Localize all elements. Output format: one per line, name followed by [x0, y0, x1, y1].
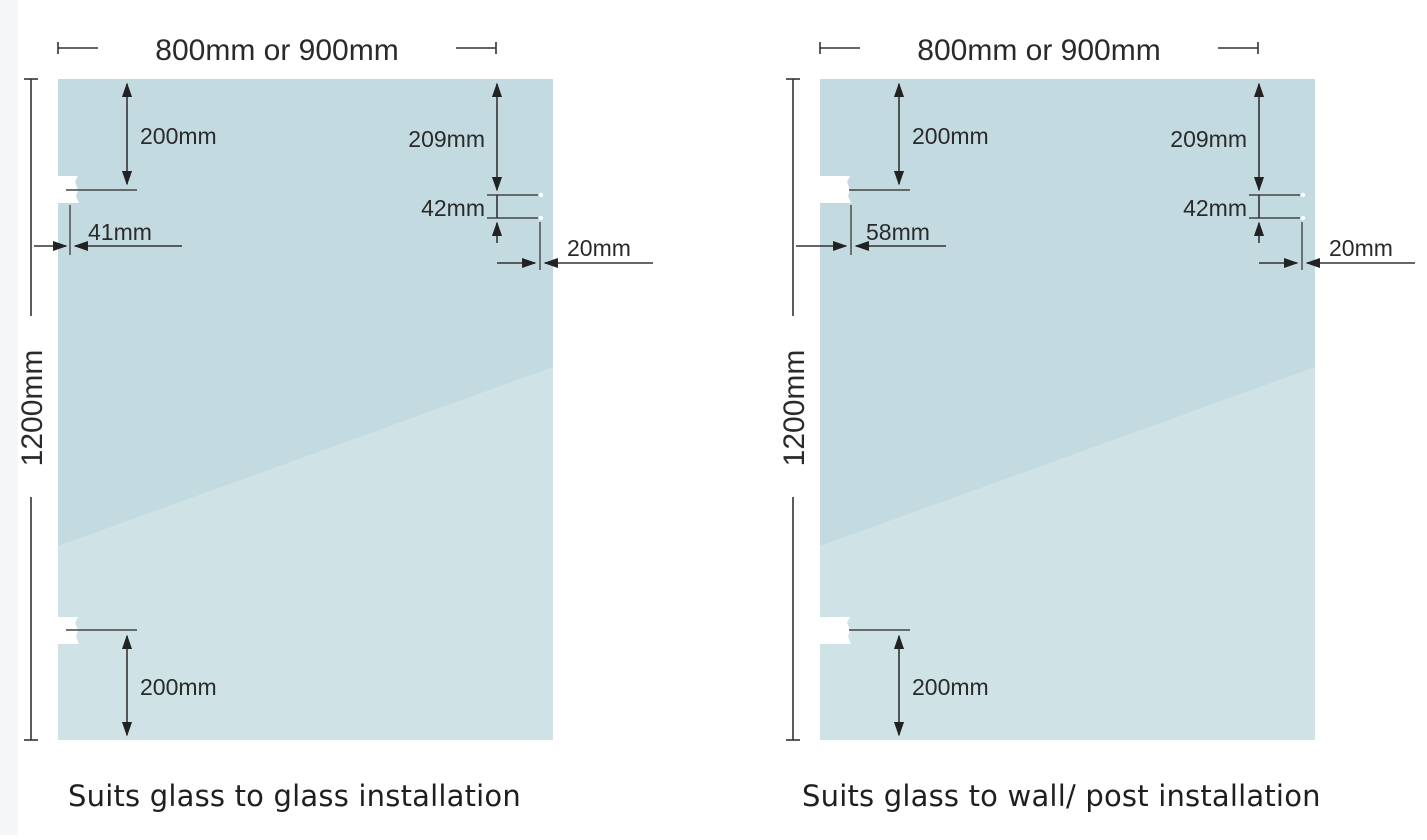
bottom-hinge-notch — [820, 617, 851, 644]
glass-reflection — [58, 367, 553, 740]
latch-hole-top — [538, 192, 544, 198]
panel-glass-to-glass: 800mm or 900mm 1200mm 200mm 41mm 209mm — [16, 34, 653, 813]
hinge-depth-label: 58mm — [866, 219, 930, 245]
latch-hole-bottom — [538, 215, 544, 221]
latch-spacing-label: 42mm — [1183, 195, 1247, 221]
latch-hole-top — [1300, 192, 1306, 198]
latch-spacing-dimension: 42mm — [421, 192, 544, 243]
panel-caption: Suits glass to glass installation — [68, 779, 521, 813]
hinge-depth-dimension: 58mm — [796, 205, 946, 255]
latch-top-offset-label: 209mm — [408, 126, 485, 152]
margin-band — [0, 0, 18, 835]
latch-edge-offset-dimension: 20mm — [1259, 222, 1415, 270]
width-dimension: 800mm or 900mm — [819, 34, 1259, 67]
bottom-hinge-offset-dimension: 200mm — [849, 629, 989, 737]
latch-edge-offset-label: 20mm — [1329, 235, 1393, 261]
height-label: 1200mm — [16, 350, 49, 467]
latch-top-offset-label: 209mm — [1170, 126, 1247, 152]
height-dimension: 1200mm — [778, 78, 811, 741]
bottom-hinge-offset-dimension: 200mm — [66, 629, 217, 737]
hinge-depth-label: 41mm — [88, 219, 152, 245]
top-hinge-notch — [820, 176, 851, 203]
latch-edge-offset-dimension: 20mm — [497, 222, 653, 270]
latch-top-offset-dimension: 209mm — [1170, 82, 1265, 192]
width-dimension: 800mm or 900mm — [57, 34, 497, 67]
latch-spacing-dimension: 42mm — [1183, 192, 1306, 243]
bottom-hinge-offset-label: 200mm — [140, 674, 217, 700]
top-hinge-offset-dimension: 200mm — [849, 82, 989, 191]
height-dimension: 1200mm — [16, 78, 49, 741]
width-label: 800mm or 900mm — [155, 34, 398, 67]
height-label: 1200mm — [778, 350, 811, 467]
latch-top-offset-dimension: 209mm — [408, 82, 503, 192]
latch-spacing-label: 42mm — [421, 195, 485, 221]
panel-glass-to-wall-post: 800mm or 900mm 1200mm 200mm 58mm 209mm — [778, 34, 1415, 813]
width-label: 800mm or 900mm — [917, 34, 1160, 67]
bottom-hinge-offset-label: 200mm — [912, 674, 989, 700]
top-hinge-offset-label: 200mm — [140, 123, 217, 149]
glass-reflection — [820, 367, 1315, 740]
top-hinge-offset-dimension: 200mm — [66, 82, 217, 191]
panel-caption: Suits glass to wall/ post installation — [802, 779, 1321, 813]
hinge-depth-dimension: 41mm — [34, 205, 182, 255]
top-hinge-offset-label: 200mm — [912, 123, 989, 149]
latch-hole-bottom — [1300, 215, 1306, 221]
latch-edge-offset-label: 20mm — [567, 235, 631, 261]
